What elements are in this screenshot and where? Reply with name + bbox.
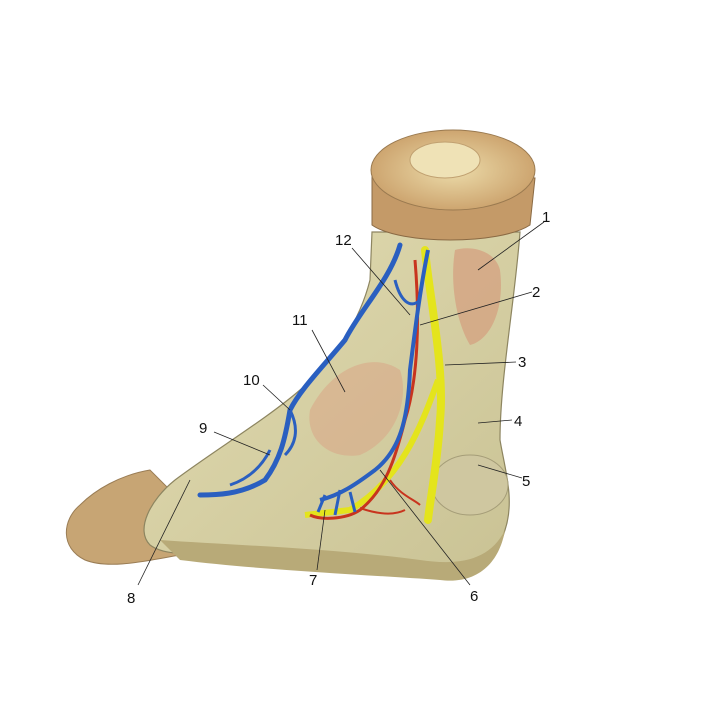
- label-10: 10: [243, 372, 260, 389]
- nerve: [421, 246, 446, 524]
- label-12: 12: [335, 232, 352, 249]
- nerve-branch: [304, 378, 441, 518]
- label-7: 7: [309, 572, 317, 589]
- label-1: 1: [542, 209, 550, 226]
- label-3: 3: [518, 354, 526, 371]
- label-2: 2: [532, 284, 540, 301]
- label-9: 9: [199, 420, 207, 437]
- artery: [309, 259, 420, 520]
- heel: [431, 454, 509, 516]
- great-vein: [197, 242, 403, 498]
- label-8: 8: [127, 590, 135, 607]
- leader-lines: [137, 221, 545, 586]
- artery-branch: [359, 479, 421, 515]
- label-6: 6: [470, 588, 478, 605]
- muscle-11: [309, 362, 404, 456]
- vein-branches: [229, 279, 422, 516]
- tibia-section: [409, 141, 481, 179]
- muscle-1: [453, 248, 501, 345]
- sole: [160, 530, 505, 581]
- label-4: 4: [514, 413, 522, 430]
- labels: 1 2 3 4 5 6 7 8 9 10 11 12: [127, 209, 550, 607]
- label-5: 5: [522, 473, 530, 490]
- label-11: 11: [292, 312, 308, 329]
